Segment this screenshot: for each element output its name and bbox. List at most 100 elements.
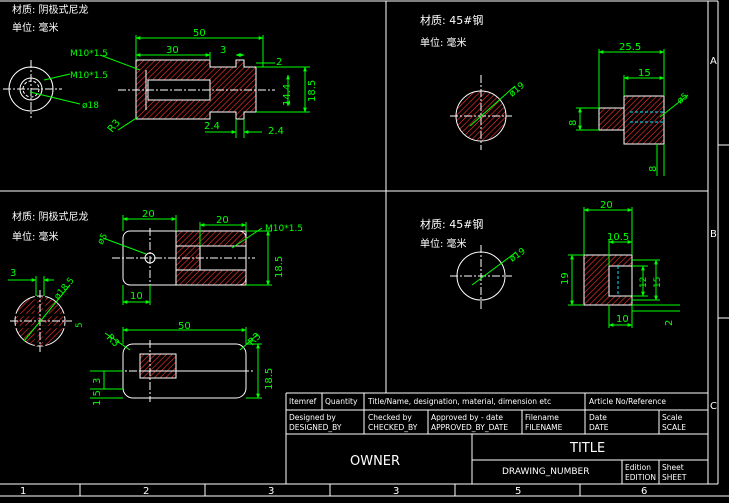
row-label: A [710, 56, 717, 67]
diameter-label: ø5 [676, 91, 691, 106]
approved-value: APPROVED_BY_DATE [431, 423, 508, 432]
dimension-label: 8 [648, 166, 659, 172]
dimension-label: 1.5 [92, 390, 103, 406]
diameter-label: ø18.5 [53, 276, 77, 302]
part1-dimensions [99, 35, 310, 138]
dimension-label: 20 [216, 215, 229, 226]
dimension-label: 50 [193, 28, 206, 39]
scale-label: Scale [662, 413, 683, 422]
part1-end-view [3, 60, 81, 118]
edition-value: EDITION [625, 473, 656, 482]
part4-end-view [450, 245, 516, 310]
part3-end-view [8, 276, 72, 352]
drawing-title: TITLE [569, 441, 605, 456]
drawing-number: DRAWING_NUMBER [502, 467, 589, 477]
date-label: Date [589, 413, 607, 422]
column-label: 2 [143, 486, 149, 497]
dimension-label: 14.4 [282, 84, 293, 106]
thread-label: M10*1.5 [70, 49, 108, 59]
designed-label: Designed by [289, 413, 336, 422]
column-label: 1 [20, 486, 26, 497]
part4-side-view [583, 254, 633, 306]
part3-front-dimensions [90, 327, 262, 399]
title-block: Itemref Quantity Title/Name, designation… [285, 392, 708, 484]
checked-value: CHECKED_BY [368, 423, 418, 432]
sheet-value: SHEET [662, 473, 687, 482]
part2-end-view [450, 75, 516, 150]
radius-label: R3 [106, 118, 123, 135]
filename-label: Filename [525, 413, 559, 422]
dimension-label: 50 [178, 321, 191, 332]
article-header: Article No/Reference [589, 397, 666, 406]
part1-side-view [118, 59, 275, 120]
dimension-label: 18.5 [274, 256, 285, 278]
part2-dimensions [576, 49, 689, 176]
diameter-label: ø19 [508, 246, 528, 264]
edition-label: Edition [625, 463, 651, 472]
filename-value: FILENAME [525, 423, 563, 432]
dimension-label: 10 [130, 291, 143, 302]
dimension-label: 18.5 [307, 80, 318, 102]
part2-side-view [598, 95, 665, 145]
dimension-label: 3 [220, 45, 226, 56]
dimension-label: 20 [142, 209, 155, 220]
unit-note: 单位: 毫米 [12, 21, 59, 34]
thread-label: M10*1.5 [70, 71, 108, 81]
frame-labels: 1 2 3 3 5 6 A B C [20, 56, 717, 497]
dimension-label: 2.4 [268, 126, 284, 137]
approved-label: Approved by - date [431, 413, 503, 422]
radius-label: R3 [104, 332, 121, 349]
owner-field: OWNER [350, 454, 400, 469]
part3-top-dimensions [102, 215, 272, 305]
part3-front-view [115, 340, 255, 402]
dimension-label: 10 [616, 314, 629, 325]
scale-value: SCALE [662, 423, 686, 432]
diameter-label: ø19 [508, 81, 528, 100]
material-note: 材质: 阴极式尼龙 [12, 210, 89, 223]
dimension-label: 30 [166, 45, 179, 56]
dimension-label: 2 [276, 57, 282, 68]
dimension-label: 2.4 [204, 121, 220, 132]
part4-dimensions [568, 207, 680, 328]
itemref-header: Itemref [289, 397, 317, 406]
quantity-header: Quantity [325, 397, 358, 406]
dimension-label: 3 [10, 268, 16, 279]
dimension-label: 15 [653, 277, 663, 288]
material-note: 材质: 45#钢 [420, 13, 483, 27]
dimension-label: 3 [92, 378, 103, 384]
date-value: DATE [589, 423, 609, 432]
part3-drawing: 材质: 阴极式尼龙 单位: 毫米 [8, 209, 303, 406]
dimension-label: 5 [75, 322, 85, 328]
designed-value: DESIGNED_BY [289, 423, 342, 432]
row-label: B [710, 229, 717, 240]
part1-drawing: 材质: 阴极式尼龙 单位: 毫米 M10*1.5 ø18 [3, 3, 318, 138]
dimension-label: 20 [600, 200, 613, 211]
dimension-label: 18.5 [264, 368, 275, 390]
sheet-label: Sheet [662, 463, 684, 472]
column-label: 5 [515, 486, 521, 497]
diameter-label: ø5 [96, 232, 110, 247]
dimension-label: 2 [664, 320, 675, 326]
unit-note: 单位: 毫米 [420, 36, 467, 49]
checked-label: Checked by [368, 413, 412, 422]
row-label: C [710, 401, 717, 412]
dimension-label: 15 [638, 68, 651, 79]
dimension-label: 25.5 [619, 42, 641, 53]
column-label: 6 [641, 486, 647, 497]
column-label: 3 [268, 486, 274, 497]
dimension-label: 19 [560, 272, 571, 285]
part4-drawing: 材质: 45#钢 单位: 毫米 ø19 [420, 200, 680, 328]
column-label: 3 [393, 486, 399, 497]
dimension-label: 8 [568, 120, 579, 126]
dimension-label: 12 [639, 277, 649, 288]
material-note: 材质: 45#钢 [420, 217, 483, 231]
thread-label: M10*1.5 [265, 224, 303, 234]
title-header: Title/Name, designation, material, dimen… [367, 397, 551, 406]
part3-top-view [112, 228, 255, 290]
dimension-label: 10.5 [607, 232, 629, 243]
part2-drawing: 材质: 45#钢 单位: 毫米 ø19 25.5 [420, 13, 691, 176]
material-note: 材质: 阴极式尼龙 [12, 3, 89, 16]
unit-note: 单位: 毫米 [420, 237, 467, 250]
